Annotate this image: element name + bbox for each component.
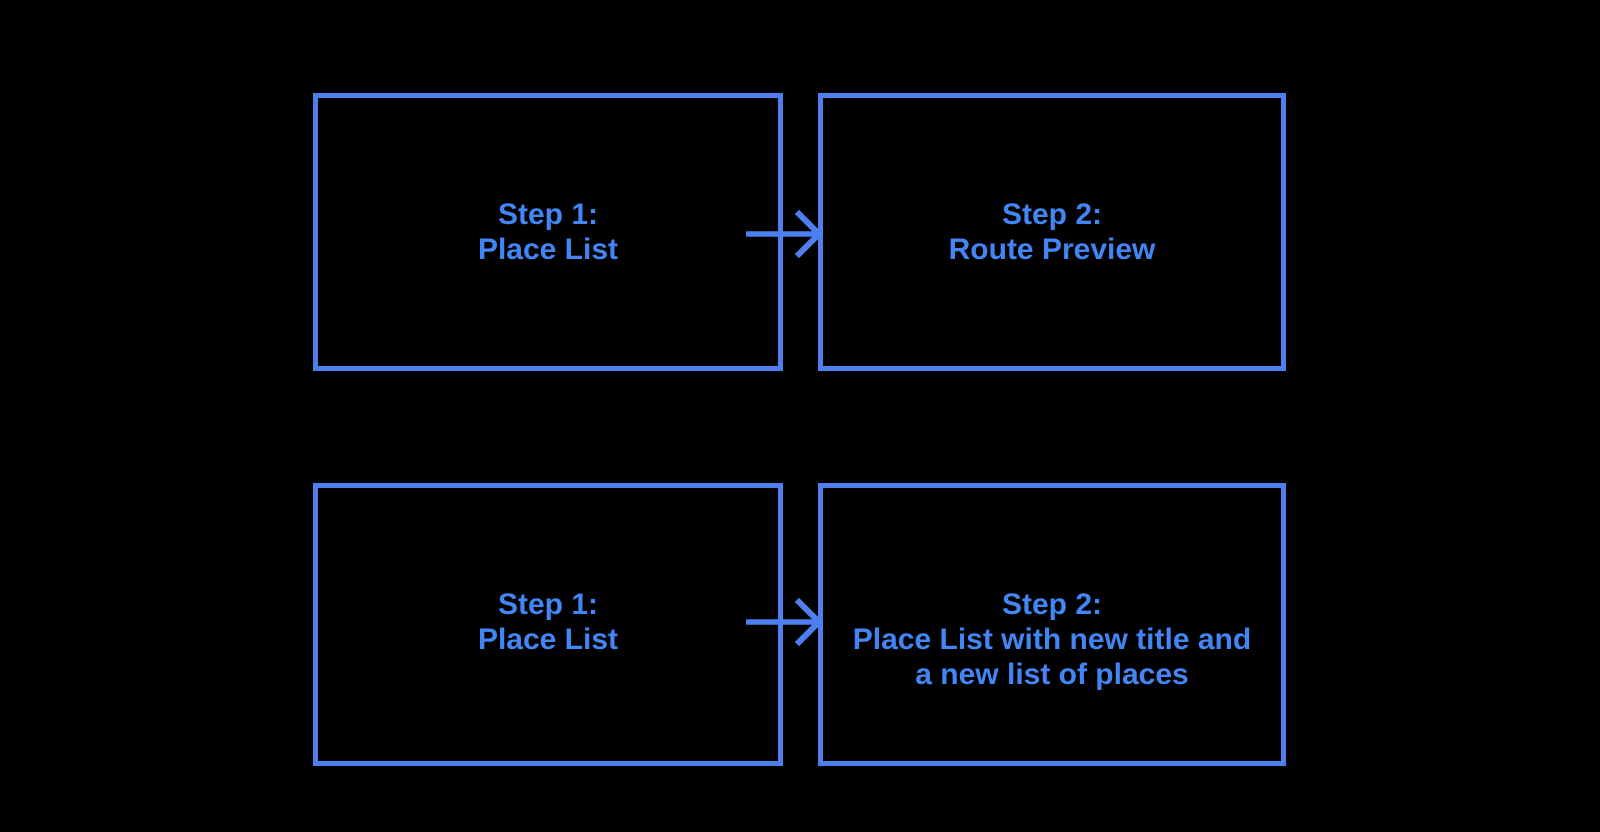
flow2-step2-box: Step 2: Place List with new title and a … [818, 483, 1286, 766]
flow1-step2-label: Step 2: Route Preview [823, 197, 1281, 267]
flow2-step1-box: Step 1: Place List [313, 483, 783, 766]
step-title: Step 2: [1001, 198, 1103, 231]
arrow-right-icon [746, 209, 824, 259]
step-subtitle-line2: a new list of places [915, 658, 1189, 691]
step-title: Step 2: [1001, 588, 1103, 621]
step-subtitle: Place List with new title and [852, 623, 1252, 656]
step-title: Step 1: [497, 588, 599, 621]
flow1-step1-box: Step 1: Place List [313, 93, 783, 371]
arrow-right-icon [746, 597, 824, 647]
flow2-step1-label: Step 1: Place List [318, 587, 778, 657]
flow2-step2-label: Step 2: Place List with new title and a … [823, 587, 1281, 692]
step-subtitle: Route Preview [948, 233, 1156, 266]
step-subtitle: Place List [477, 233, 619, 266]
step-title: Step 1: [497, 198, 599, 231]
flow1-step1-label: Step 1: Place List [318, 197, 778, 267]
step-subtitle: Place List [477, 623, 619, 656]
flow1-step2-box: Step 2: Route Preview [818, 93, 1286, 371]
